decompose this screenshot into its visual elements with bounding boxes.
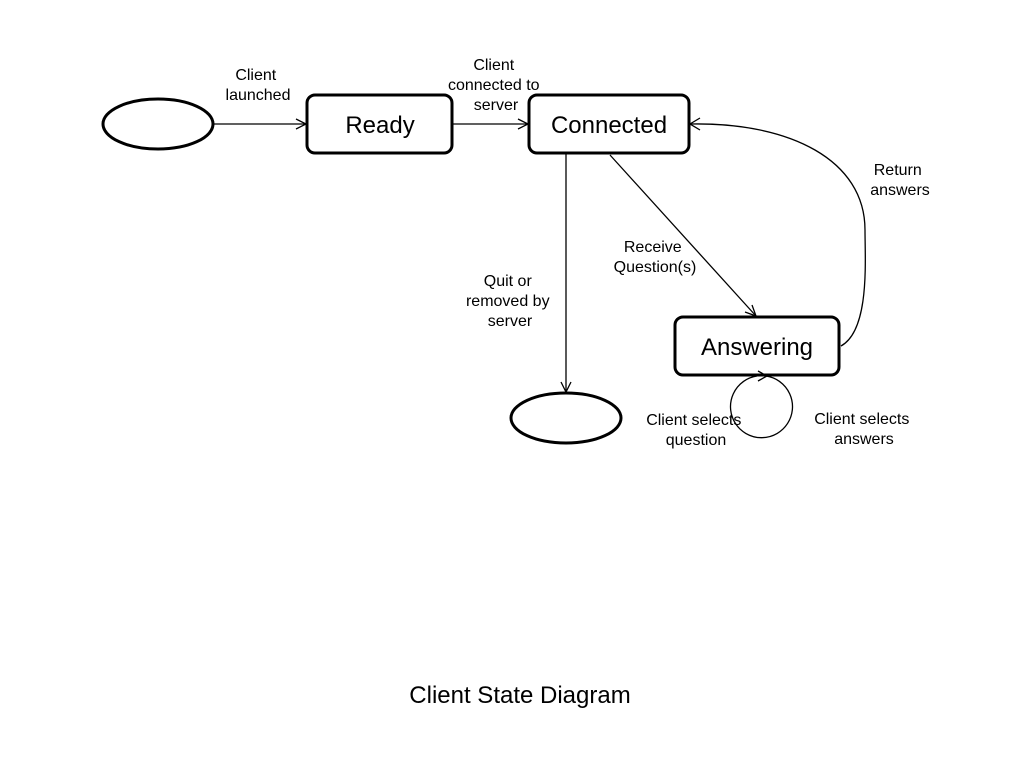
edge-receive-questions-arrowhead [744,304,758,318]
label-client-selects-answers: Client selects answers [814,411,914,448]
label-receive-questions: Receive Question(s) [614,239,697,276]
state-connected: Connected [527,93,691,155]
edge-client-launched-arrowhead [295,118,308,130]
edge-quit-removed [560,153,572,394]
state-answering-label: Answering [701,334,813,361]
label-client-connected: Client connected to server [448,57,544,114]
edge-client-connected-arrowhead [517,118,530,130]
edge-self-loop [729,370,794,439]
edge-self-loop-path [729,375,794,439]
edge-return-answers [688,117,866,347]
edge-receive-questions [609,154,758,318]
edge-return-answers-path [689,123,866,347]
state-ready-label: Ready [345,112,414,139]
edge-client-connected [452,118,530,130]
edge-self-loop-arrowhead [757,370,769,382]
label-client-selects-question: Client selects question [646,412,746,449]
state-connected-label: Connected [551,112,667,139]
label-quit-removed: Quit or removed by server [466,273,554,330]
diagram-caption: Client State Diagram [409,682,630,709]
initial-state [101,97,215,151]
state-ready: Ready [305,93,454,155]
edge-client-launched [213,118,308,130]
label-return-answers: Return answers [870,162,930,199]
edge-quit-removed-arrowhead [560,381,572,394]
final-state [509,391,623,445]
label-client-launched: Client launched [226,67,291,104]
state-answering: Answering [673,315,841,377]
edge-receive-questions-line [609,154,757,317]
edge-return-answers-arrowhead [688,117,701,131]
